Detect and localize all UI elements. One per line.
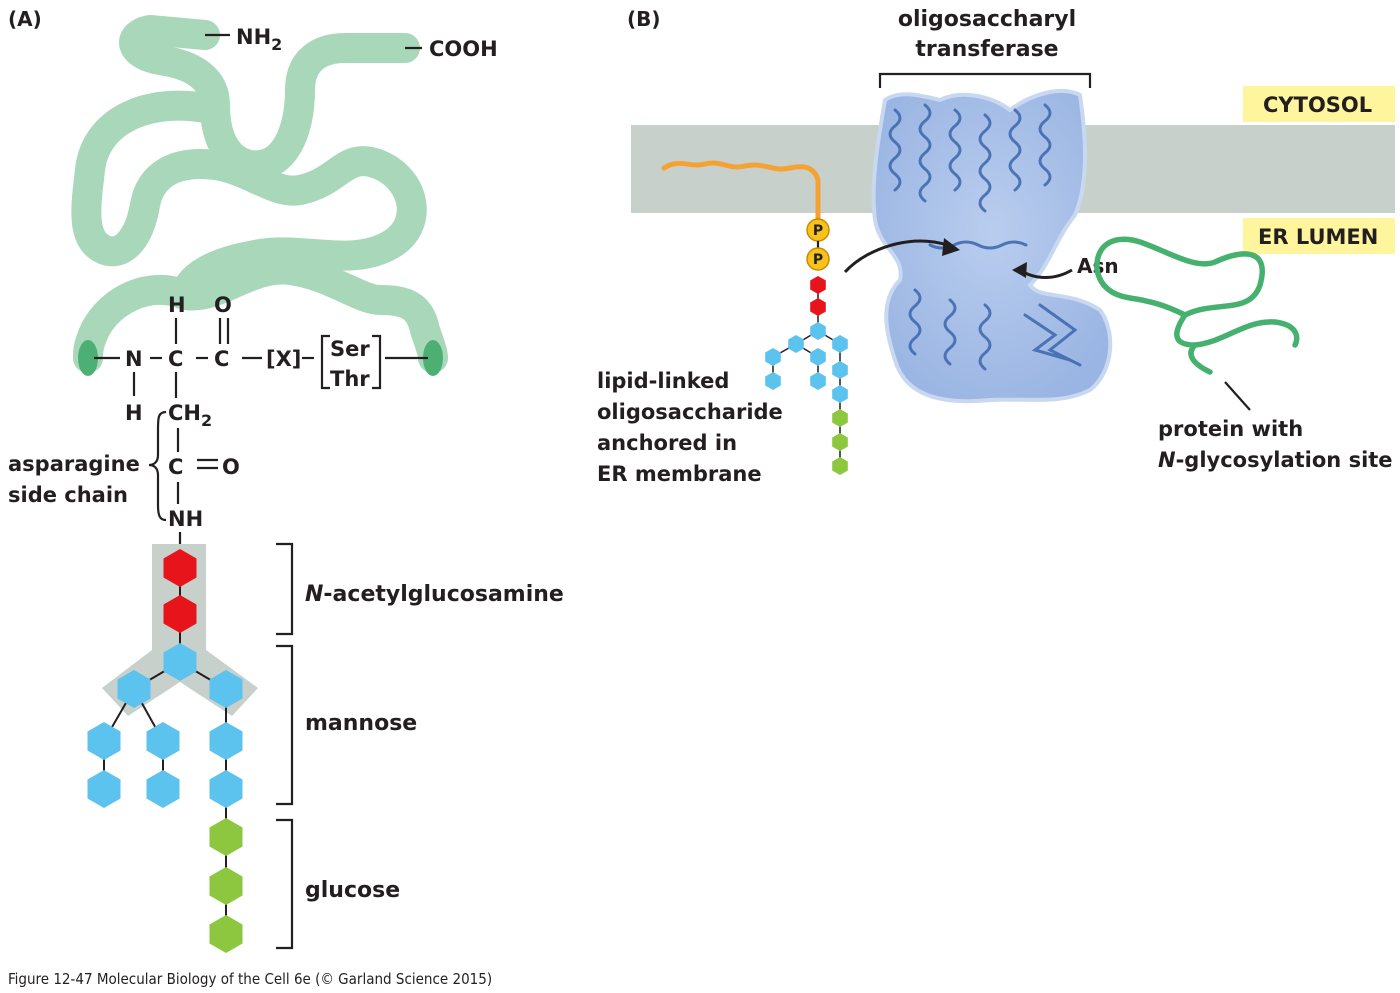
backbone-structure: N C C [X] Ser Thr H O H CH2 C O NH — [94, 293, 428, 548]
oligosaccharide-tree-a — [87, 549, 243, 953]
panel-b-label: (B) — [627, 7, 661, 31]
glucose-unit — [209, 867, 243, 905]
phosphate-1: P — [806, 218, 830, 242]
nacetylglucosamine-unit — [810, 298, 826, 316]
protein-label-pointer — [1224, 381, 1251, 411]
mannose-unit — [163, 643, 197, 681]
backbone-c2: C — [214, 347, 229, 371]
phosphate-1-label: P — [813, 223, 823, 239]
mannose-unit — [765, 372, 781, 390]
nacetylglucosamine-label: N-acetylglucosamine — [305, 582, 564, 607]
protein-end-left — [78, 340, 98, 376]
enzyme-label-1: oligosaccharyl — [898, 7, 1076, 32]
lipid-label-2: oligosaccharide — [597, 400, 783, 424]
mannose-unit — [832, 385, 848, 403]
mannose-unit — [788, 335, 804, 353]
mannose-unit — [146, 770, 180, 808]
cytosol-tag — [1243, 86, 1395, 122]
oligosaccharide-tree-b — [765, 276, 848, 475]
side-chain-label-1: asparagine — [8, 452, 140, 476]
backbone-h-top: H — [168, 293, 186, 317]
glucose-label: glucose — [305, 878, 400, 903]
glucose-unit — [832, 433, 848, 451]
mannose-unit — [209, 670, 243, 708]
lipid-label-3: anchored in — [597, 431, 737, 455]
cytosol-label: CYTOSOL — [1263, 93, 1372, 117]
oligosaccharyl-transferase — [871, 89, 1113, 404]
ser-label: Ser — [330, 337, 370, 361]
figure-caption: Figure 12-47 Molecular Biology of the Ce… — [8, 970, 492, 988]
side-o-label: O — [222, 455, 240, 479]
protein-label-2: N-glycosylation site — [1158, 448, 1393, 472]
mannose-unit — [810, 348, 826, 366]
protein-label-1: protein with — [1158, 417, 1303, 441]
glucose-unit — [209, 915, 243, 953]
nacetylglucosamine-unit — [163, 595, 197, 633]
backbone-h-bottom: H — [125, 401, 143, 425]
mannose-unit — [87, 722, 121, 760]
phosphate-2: P — [806, 247, 830, 271]
transfer-arrowhead — [942, 238, 960, 256]
mannose-unit — [146, 722, 180, 760]
er-lumen-tag — [1243, 218, 1395, 254]
thr-label: Thr — [330, 367, 370, 391]
enzyme-label-2: transferase — [915, 37, 1058, 62]
backbone-c1: C — [168, 347, 183, 371]
protein-chain — [71, 15, 448, 373]
side-c-label: C — [168, 455, 183, 479]
ch2-label: CH2 — [168, 401, 212, 430]
mannose-unit — [810, 372, 826, 390]
lipid-label-1: lipid-linked — [597, 369, 729, 393]
lipid-label-4: ER membrane — [597, 462, 762, 486]
dolichol-lipid-tail — [661, 160, 821, 221]
glycosylation-target-protein — [1094, 236, 1300, 375]
side-chain-brace — [148, 410, 167, 522]
er-lumen-label: ER LUMEN — [1258, 225, 1378, 249]
nh-label: NH — [168, 507, 203, 531]
enzyme-bracket — [878, 72, 1092, 88]
mannose-unit — [209, 770, 243, 808]
glucose-unit — [832, 409, 848, 427]
nacetylglucosamine-unit — [163, 549, 197, 587]
backbone-x: [X] — [266, 347, 301, 371]
nacetylglucosamine-unit — [810, 276, 826, 294]
mannose-unit — [117, 670, 151, 708]
mannose-unit — [832, 335, 848, 353]
phosphate-2-label: P — [813, 252, 823, 268]
mannose-label: mannose — [305, 711, 417, 736]
mannose-unit — [765, 348, 781, 366]
backbone-o-top: O — [214, 293, 232, 317]
protein-end-right — [423, 340, 443, 376]
panel-a-label: (A) — [8, 7, 42, 31]
mannose-unit — [810, 322, 826, 340]
sugar-brackets — [276, 542, 294, 950]
side-chain-label-2: side chain — [8, 483, 128, 507]
n-terminus-label: NH2 — [236, 25, 282, 54]
mannose-unit — [87, 770, 121, 808]
mannose-unit — [209, 722, 243, 760]
glucose-unit — [832, 457, 848, 475]
transfer-arrow — [843, 239, 956, 274]
c-terminus-label: COOH — [429, 37, 498, 61]
backbone-n: N — [125, 347, 143, 371]
asn-arrowhead — [1012, 262, 1027, 278]
mannose-unit — [832, 361, 848, 379]
glucose-unit — [209, 818, 243, 856]
